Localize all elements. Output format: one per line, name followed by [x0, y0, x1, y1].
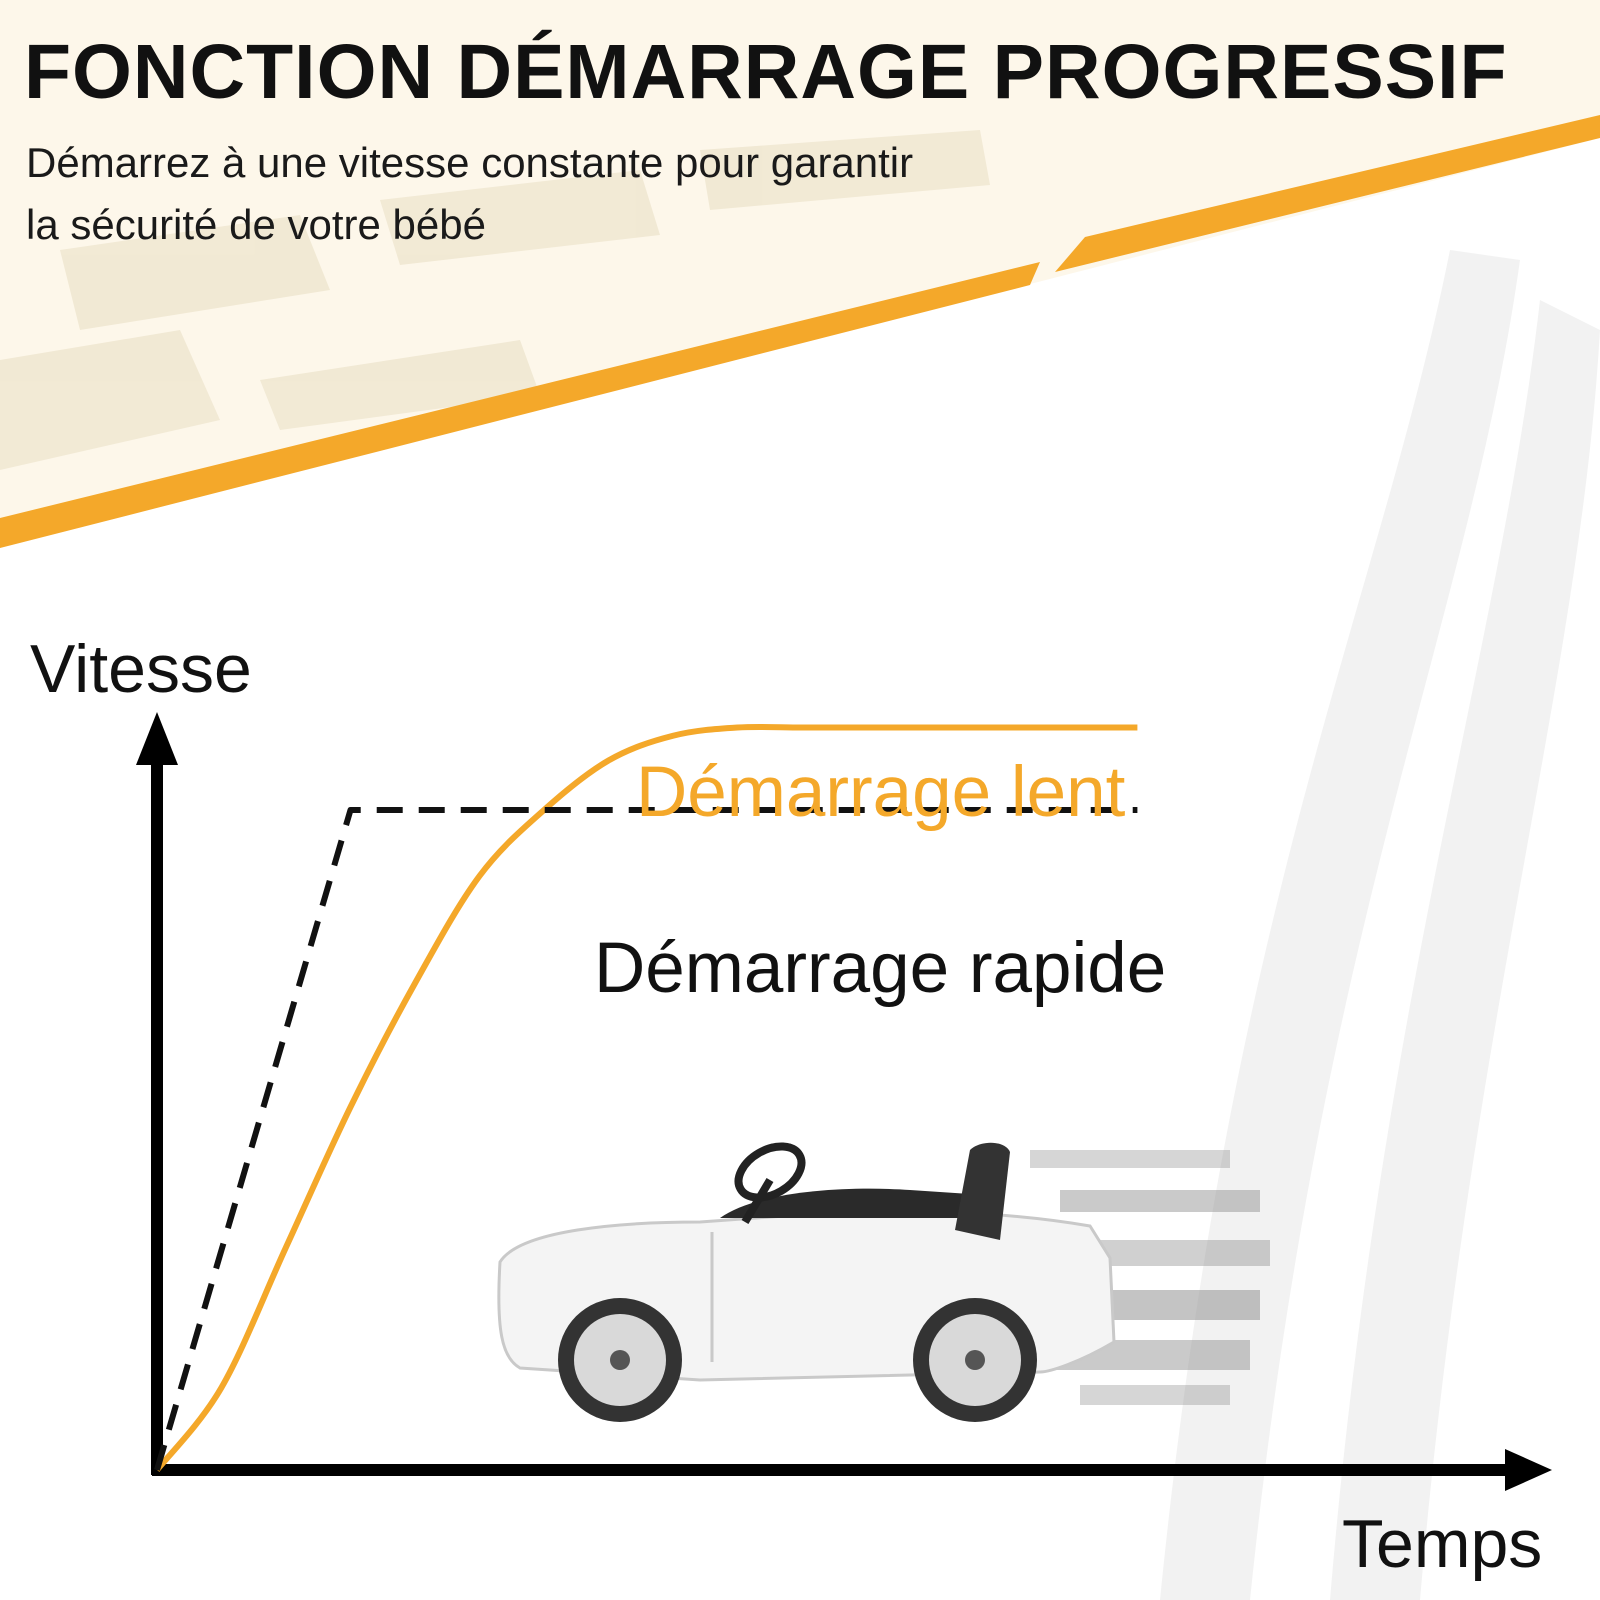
y-axis-label: Vitesse — [30, 631, 252, 707]
series-label-fast-start: Démarrage rapide — [594, 929, 1167, 1008]
front-wheel — [558, 1298, 682, 1422]
toy-car-illustration — [497, 1142, 1270, 1422]
chart-axes — [136, 712, 1552, 1491]
rear-wheel — [913, 1298, 1037, 1422]
x-axis-label: Temps — [1342, 1506, 1543, 1582]
x-axis-arrow — [1505, 1449, 1552, 1491]
car-cockpit — [720, 1188, 1000, 1218]
chart-series — [154, 723, 1138, 1472]
tire-track-texture — [0, 130, 990, 470]
tire-track-right — [1160, 250, 1600, 1600]
steering-wheel — [734, 1142, 806, 1202]
steering-column — [741, 1177, 774, 1225]
series-line-1 — [154, 807, 1138, 1471]
series-line-0 — [154, 723, 1138, 1472]
car-seat — [955, 1142, 1010, 1240]
orange-diagonal-band — [0, 262, 1040, 548]
white-panel — [0, 138, 1600, 1600]
y-axis-arrow — [136, 712, 178, 765]
orange-diagonal-band-right — [1055, 115, 1600, 272]
page-title: FONCTION DÉMARRAGE PROGRESSIF — [24, 29, 1508, 115]
series-label-slow-start: Démarrage lent — [636, 753, 1126, 832]
page-subtitle: Démarrez à une vitesse constante pour ga… — [26, 139, 914, 248]
